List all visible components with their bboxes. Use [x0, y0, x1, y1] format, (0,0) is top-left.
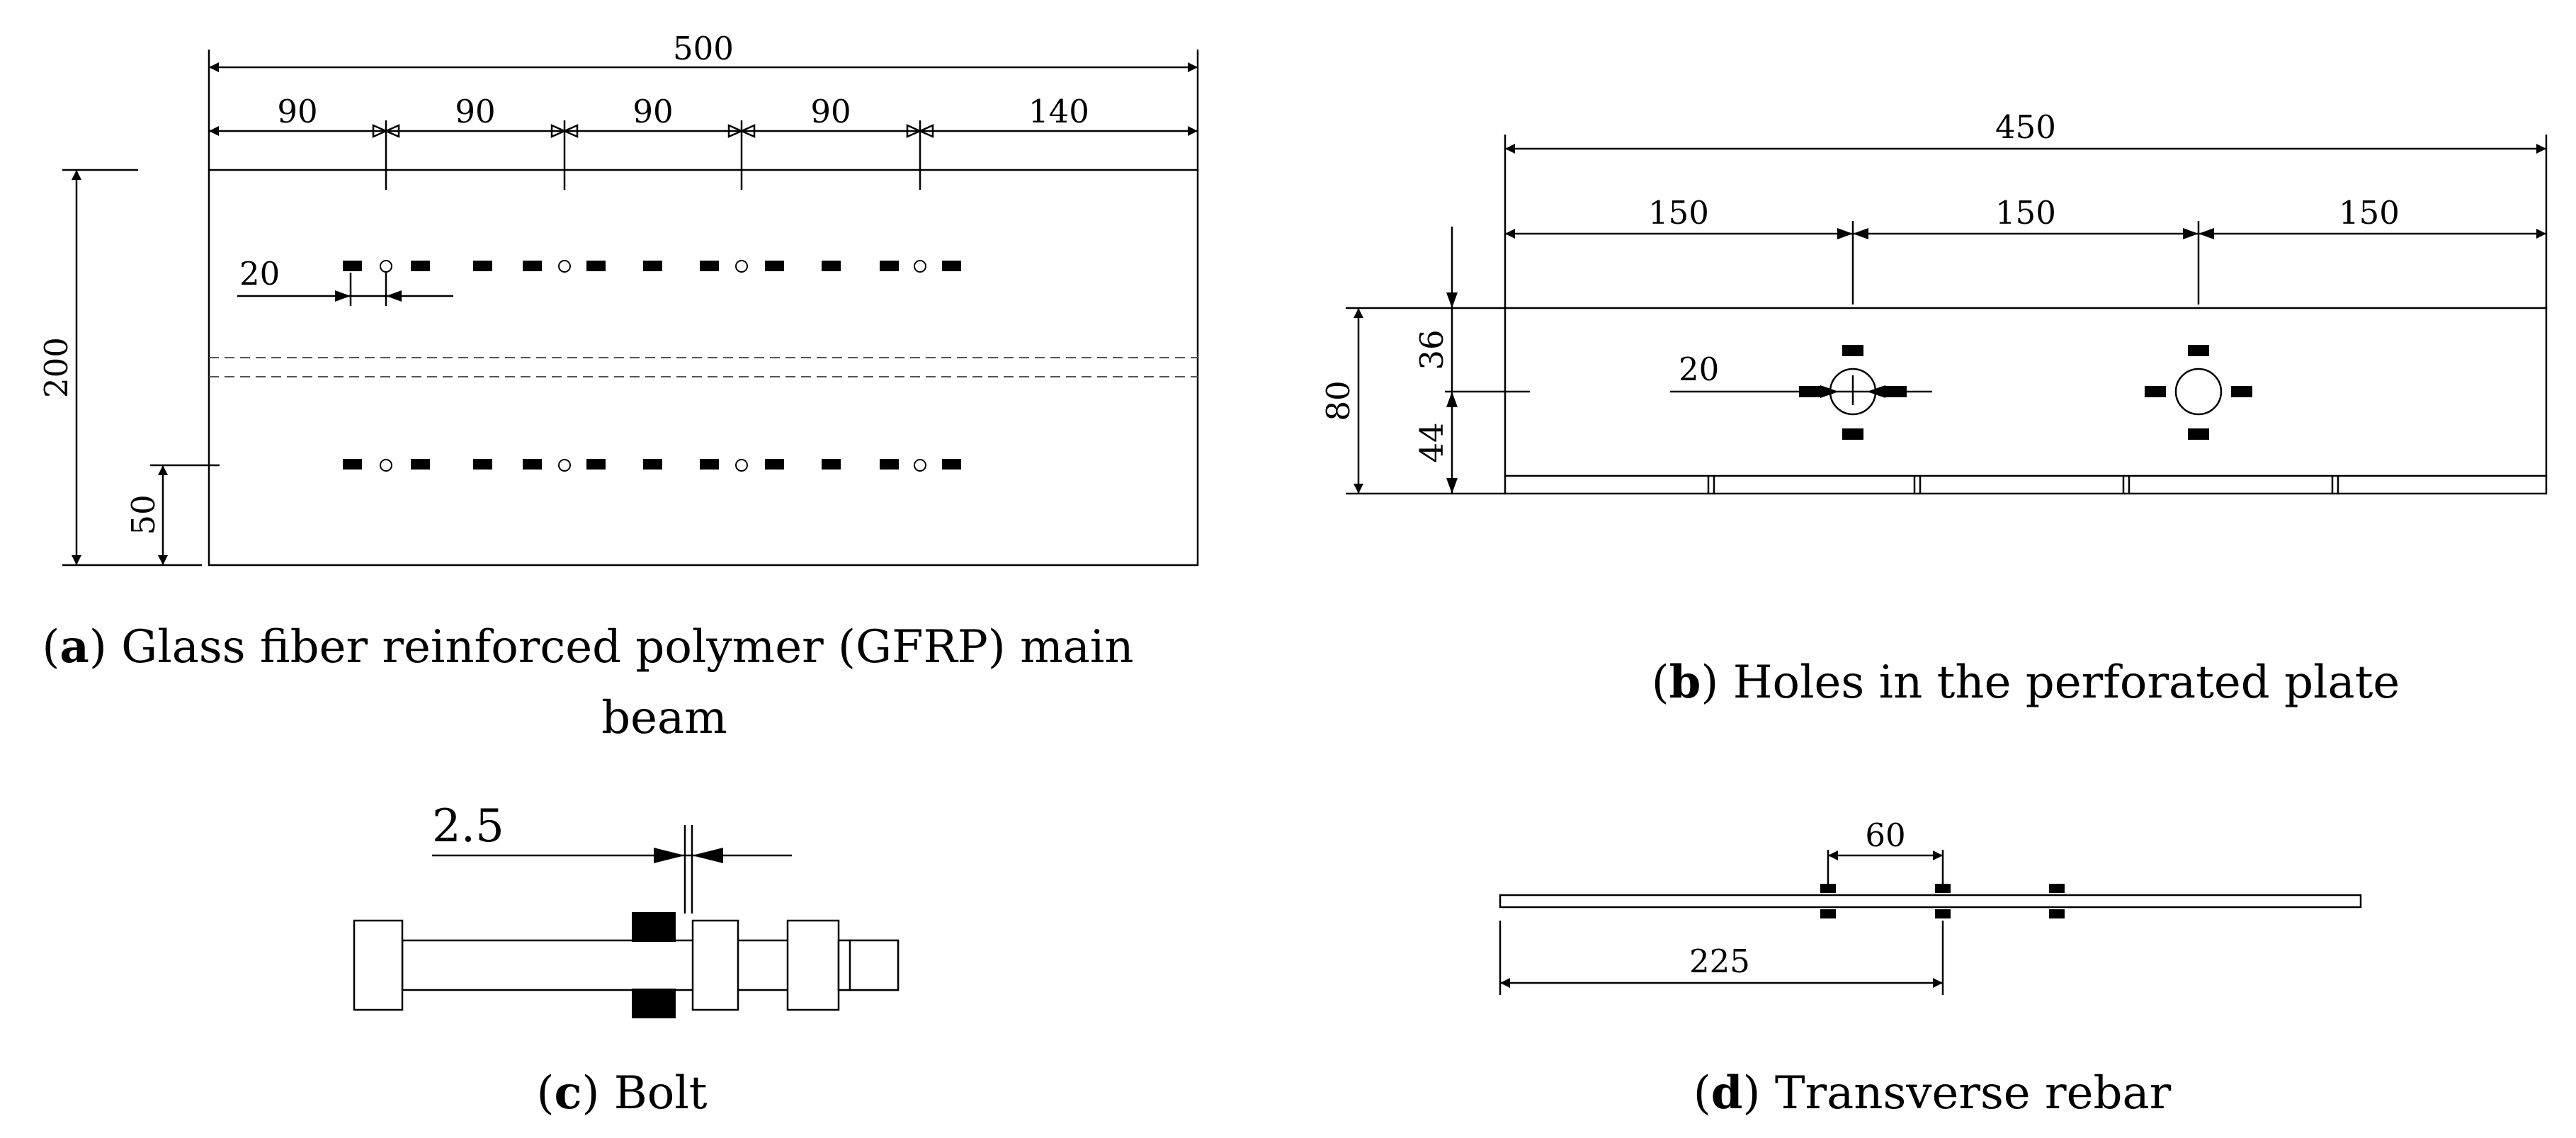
dim-gap-label: 2.5	[432, 800, 504, 853]
caption-d: (d) Transverse rebar	[1693, 1066, 2172, 1120]
plate-hole	[2174, 368, 2223, 416]
bolt-nut-1	[691, 919, 739, 1011]
dim-gap-label: 20	[1679, 351, 1719, 388]
rebar	[1499, 894, 2362, 909]
hole-group-1: 20	[1670, 345, 1932, 440]
dim-top-label: 36	[1413, 329, 1451, 370]
dim-gap-label: 20	[239, 255, 280, 292]
dim-spacing-3: 150	[2339, 194, 2400, 232]
panel-d-transverse-rebar: 60 225 (d) Transverse rebar	[1499, 816, 2362, 1120]
dim-spacing-5: 140	[1028, 93, 1089, 130]
plate-outline	[1504, 307, 2548, 495]
beam-outline	[208, 169, 1199, 567]
bolt-head	[353, 919, 404, 1011]
dim-height-label: 200	[38, 337, 75, 398]
dim-spacing-1: 150	[1648, 194, 1709, 232]
panel-c-bolt: 2.5 (c) Bolt	[353, 800, 900, 1120]
caption-a: (a) Glass fiber reinforced polymer (GFRP…	[42, 620, 1133, 673]
dim-height-label: 80	[1320, 380, 1357, 421]
dim-spacing-2: 90	[455, 93, 495, 130]
dim-spacing-3: 90	[632, 93, 673, 130]
bolt-hole-row-bottom	[380, 459, 926, 472]
dim-arrowheads	[654, 848, 723, 863]
bolt-end	[837, 939, 900, 991]
dim-arrowheads	[372, 124, 934, 138]
panel-a-gfrp-beam: 500 90 90 90 90 140 200 50 20	[38, 30, 1199, 744]
rebar-studs	[1820, 884, 2065, 918]
panel-b-perforated-plate: 450 150 150 150 80 36 44 20	[1320, 108, 2548, 709]
hole-group-2	[2145, 345, 2252, 440]
dim-arrowheads	[335, 290, 402, 302]
stud-row-bottom	[343, 459, 961, 470]
dim-bottom-label: 50	[125, 494, 162, 535]
caption-a-line2: beam	[601, 692, 727, 744]
bolt-hole-row-top	[380, 260, 926, 273]
dim-spacing-label: 60	[1865, 816, 1905, 854]
caption-c: (c) Bolt	[537, 1066, 708, 1120]
caption-b: (b) Holes in the perforated plate	[1652, 656, 2400, 709]
dim-bottom-label: 44	[1413, 422, 1451, 462]
stud-row-top	[343, 261, 961, 271]
plate-strip-joints	[1707, 476, 2339, 494]
dim-total-label: 450	[1995, 108, 2056, 146]
dim-length-label: 225	[1689, 943, 1750, 980]
dim-total-label: 500	[673, 30, 734, 67]
dim-spacing-2: 150	[1995, 194, 2056, 232]
stud-block-upper	[632, 912, 676, 942]
dim-spacing-4: 90	[810, 93, 851, 130]
bolt-nut-2	[786, 919, 840, 1011]
dim-arrowheads	[1446, 292, 1458, 494]
dim-spacing-1: 90	[277, 93, 317, 130]
stud-block-lower	[632, 989, 676, 1018]
